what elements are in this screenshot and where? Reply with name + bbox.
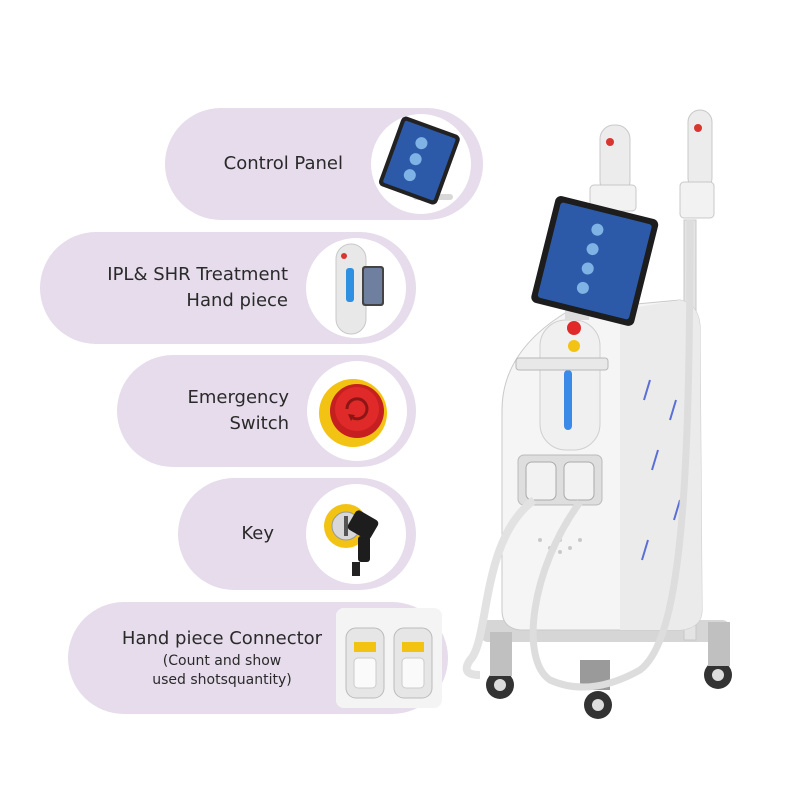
- feature-label-line: Control Panel: [223, 153, 343, 174]
- feature-label: Key: [178, 478, 274, 590]
- feature-label-line: Hand piece: [186, 290, 288, 311]
- feature-emergency-switch: Emergency Switch: [117, 355, 416, 467]
- connector-icon: [336, 608, 442, 708]
- feature-key: Key: [178, 478, 416, 590]
- key-icon: [306, 484, 406, 584]
- control-panel-icon: [371, 114, 471, 214]
- feature-label: Emergency Switch: [117, 355, 289, 467]
- machine-illustration: [440, 100, 770, 740]
- feature-sub-line: (Count and show: [162, 653, 282, 669]
- feature-label-line: Switch: [229, 413, 289, 434]
- emergency-switch-icon: [307, 361, 407, 461]
- feature-label-line: IPL& SHR Treatment: [107, 264, 288, 285]
- feature-label-line: Hand piece Connector: [121, 628, 323, 649]
- feature-treatment-handpiece: IPL& SHR Treatment Hand piece: [40, 232, 416, 344]
- feature-label: IPL& SHR Treatment Hand piece: [40, 232, 288, 344]
- feature-sub-line: used shotsquantity): [152, 672, 292, 688]
- feature-control-panel: Control Panel: [165, 108, 483, 220]
- treatment-handpiece-icon: [306, 238, 406, 338]
- feature-label-line: Key: [241, 523, 274, 544]
- feature-label: Control Panel: [165, 108, 343, 220]
- feature-label: Hand piece Connector (Count and show use…: [98, 602, 346, 714]
- feature-label-line: Emergency: [187, 387, 289, 408]
- feature-handpiece-connector: Hand piece Connector (Count and show use…: [68, 602, 448, 714]
